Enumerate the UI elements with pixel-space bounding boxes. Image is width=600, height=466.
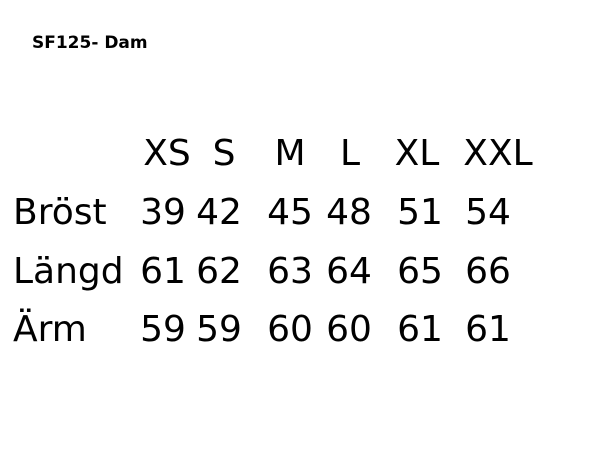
arm-xxl-value: 61 — [465, 309, 511, 350]
brost-xs-value: 39 — [140, 192, 186, 233]
row-label-brost: Bröst — [13, 192, 107, 233]
size-header-m: M — [274, 133, 306, 174]
size-header-xxl: XXL — [463, 133, 533, 174]
arm-l-value: 60 — [326, 309, 372, 350]
langd-xl-value: 65 — [397, 251, 443, 292]
brost-m-value: 45 — [267, 192, 313, 233]
size-header-xl: XL — [394, 133, 440, 174]
product-title: SF125- Dam — [32, 33, 148, 53]
brost-xl-value: 51 — [397, 192, 443, 233]
langd-l-value: 64 — [326, 251, 372, 292]
langd-xs-value: 61 — [140, 251, 186, 292]
arm-xs-value: 59 — [140, 309, 186, 350]
row-label-langd: Längd — [13, 251, 124, 292]
langd-m-value: 63 — [267, 251, 313, 292]
size-header-s: S — [212, 133, 236, 174]
row-label-arm: Ärm — [13, 309, 87, 350]
langd-xxl-value: 66 — [465, 251, 511, 292]
brost-xxl-value: 54 — [465, 192, 511, 233]
langd-s-value: 62 — [196, 251, 242, 292]
size-header-l: L — [339, 133, 361, 174]
arm-xl-value: 61 — [397, 309, 443, 350]
size-header-xs: XS — [143, 133, 191, 174]
arm-m-value: 60 — [267, 309, 313, 350]
brost-s-value: 42 — [196, 192, 242, 233]
brost-l-value: 48 — [326, 192, 372, 233]
arm-s-value: 59 — [196, 309, 242, 350]
